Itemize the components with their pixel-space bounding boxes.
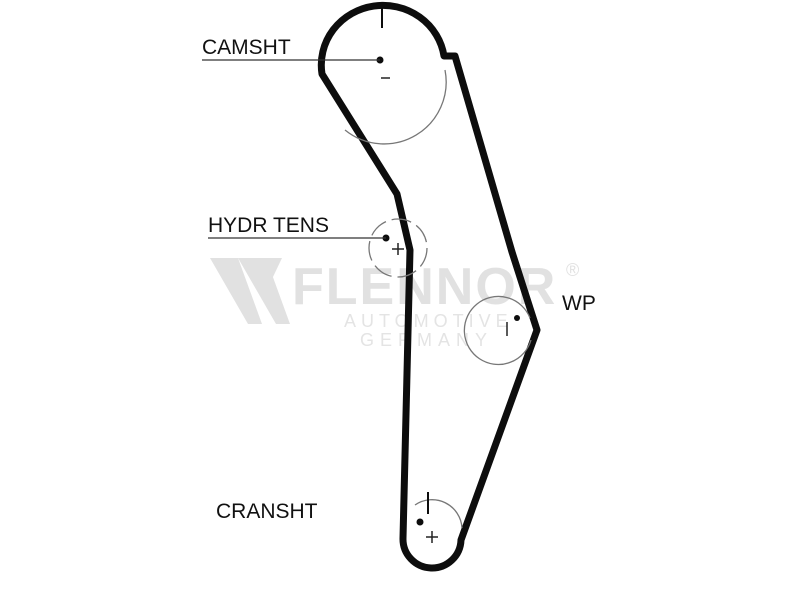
timing-belt — [317, 1, 541, 572]
tensioner-pulley — [208, 218, 428, 278]
watermark-logo-icon — [210, 258, 290, 324]
watermark-line1: AUTOMOTIVE — [344, 311, 513, 331]
water-pump-pulley-outline — [463, 295, 532, 366]
tensioner-plus-icon — [392, 243, 404, 255]
crankshaft-label: CRANSHT — [216, 500, 318, 523]
tensioner-pulley-outline — [368, 218, 428, 278]
camshaft-label: CAMSHT — [202, 36, 291, 59]
tensioner-label: HYDR TENS — [208, 214, 329, 237]
camshaft-pulley-outline — [344, 69, 447, 145]
watermark-brand: FLENNOR — [292, 258, 557, 316]
water-pump-label: WP — [562, 292, 596, 315]
camshaft-pulley — [202, 2, 447, 145]
crankshaft-pulley-outline — [414, 499, 463, 529]
crankshaft-plus-icon — [426, 531, 438, 543]
crankshaft-center-dot — [416, 518, 424, 526]
water-pump-pulley — [463, 295, 532, 366]
crankshaft-pulley — [414, 492, 463, 543]
watermark-registered: ® — [566, 260, 579, 280]
watermark: FLENNOR ® AUTOMOTIVE GERMANY — [210, 258, 579, 350]
water-pump-center-dot — [514, 315, 520, 321]
watermark-line2: GERMANY — [360, 330, 493, 350]
